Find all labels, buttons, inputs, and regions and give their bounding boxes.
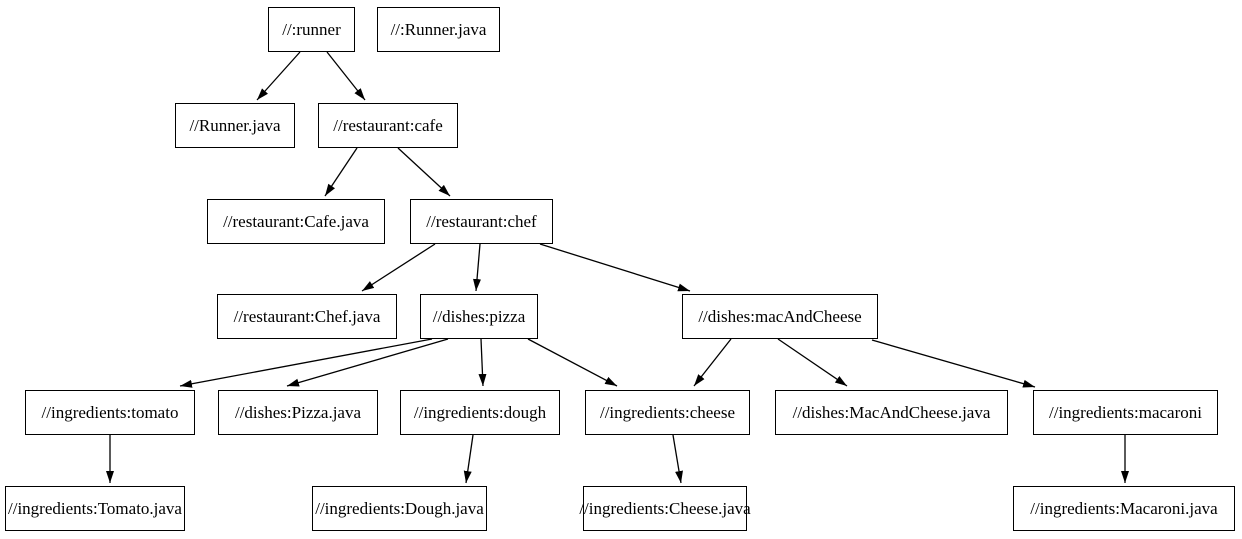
graph-node-pizza: //dishes:pizza <box>420 294 538 339</box>
graph-node-cheese: //ingredients:cheese <box>585 390 750 435</box>
edge-dough-to-dough-java <box>463 434 474 484</box>
edge-runner-to-runner-java <box>256 51 301 101</box>
edge-mac-and-cheese-to-mac-and-cheese-java <box>777 338 848 387</box>
edge-chef-to-chef-java <box>361 243 436 292</box>
graph-node-pizza-java: //dishes:Pizza.java <box>218 390 378 435</box>
graph-node-cheese-java: //ingredients:Cheese.java <box>579 486 751 531</box>
edge-runner-to-cafe <box>326 51 366 101</box>
graph-node-chef: //restaurant:chef <box>410 199 553 244</box>
edge-cheese-to-cheese-java <box>672 434 683 484</box>
edge-pizza-to-dough <box>478 338 487 387</box>
edge-cafe-to-chef <box>397 147 451 197</box>
graph-node-tomato-java: //ingredients:Tomato.java <box>5 486 185 531</box>
edge-mac-and-cheese-to-macaroni <box>871 339 1036 388</box>
edge-pizza-to-pizza-java <box>286 338 449 387</box>
graph-node-chef-java: //restaurant:Chef.java <box>217 294 397 339</box>
graph-node-root-runner-java: //:Runner.java <box>377 7 500 52</box>
edge-chef-to-pizza <box>473 243 482 292</box>
graph-node-runner: //:runner <box>268 7 355 52</box>
graph-node-mac-and-cheese-java: //dishes:MacAndCheese.java <box>775 390 1008 435</box>
graph-node-macaroni-java: //ingredients:Macaroni.java <box>1013 486 1235 531</box>
graph-node-runner-java: //Runner.java <box>175 103 295 148</box>
graph-node-dough: //ingredients:dough <box>400 390 560 435</box>
graph-node-cafe-java: //restaurant:Cafe.java <box>207 199 385 244</box>
edge-pizza-to-tomato <box>179 338 433 388</box>
edge-chef-to-mac-and-cheese <box>539 243 691 292</box>
edge-cafe-to-cafe-java <box>324 147 358 197</box>
graph-node-tomato: //ingredients:tomato <box>25 390 195 435</box>
graph-node-cafe: //restaurant:cafe <box>318 103 458 148</box>
edge-mac-and-cheese-to-cheese <box>693 338 732 387</box>
edge-pizza-to-cheese <box>527 338 618 387</box>
graph-node-mac-and-cheese: //dishes:macAndCheese <box>682 294 878 339</box>
graph-node-dough-java: //ingredients:Dough.java <box>312 486 487 531</box>
graph-node-macaroni: //ingredients:macaroni <box>1033 390 1218 435</box>
